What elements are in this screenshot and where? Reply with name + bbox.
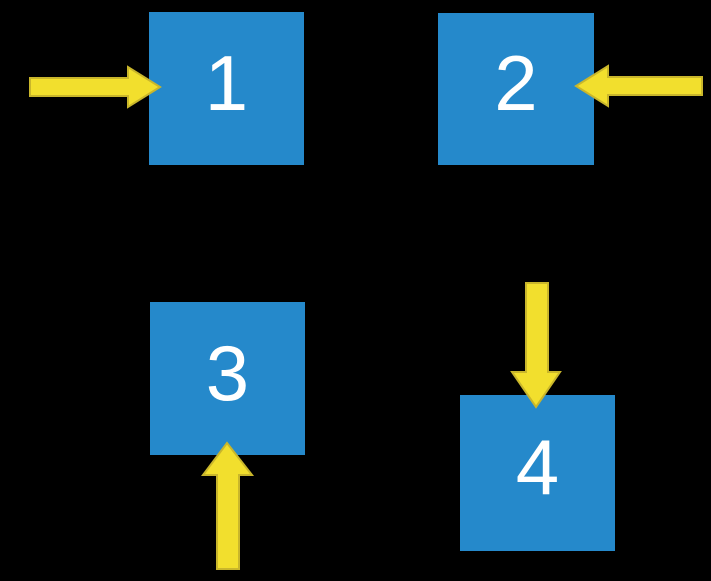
box-4-label: 4 <box>515 423 560 511</box>
box-1-label: 1 <box>204 38 249 127</box>
box-4: 4 <box>460 395 615 551</box>
box-2: 2 <box>438 13 594 165</box>
box-1: 1 <box>149 12 304 165</box>
arrow-right-into-box-1-icon <box>29 65 162 109</box>
box-2-label: 2 <box>494 39 538 127</box>
arrow-left-into-box-2-icon <box>574 64 703 108</box>
box-3-label: 3 <box>205 328 250 417</box>
arrow-down-into-box-4-icon <box>510 282 562 409</box>
box-3: 3 <box>150 302 305 455</box>
arrow-up-into-box-3-icon <box>201 441 255 570</box>
